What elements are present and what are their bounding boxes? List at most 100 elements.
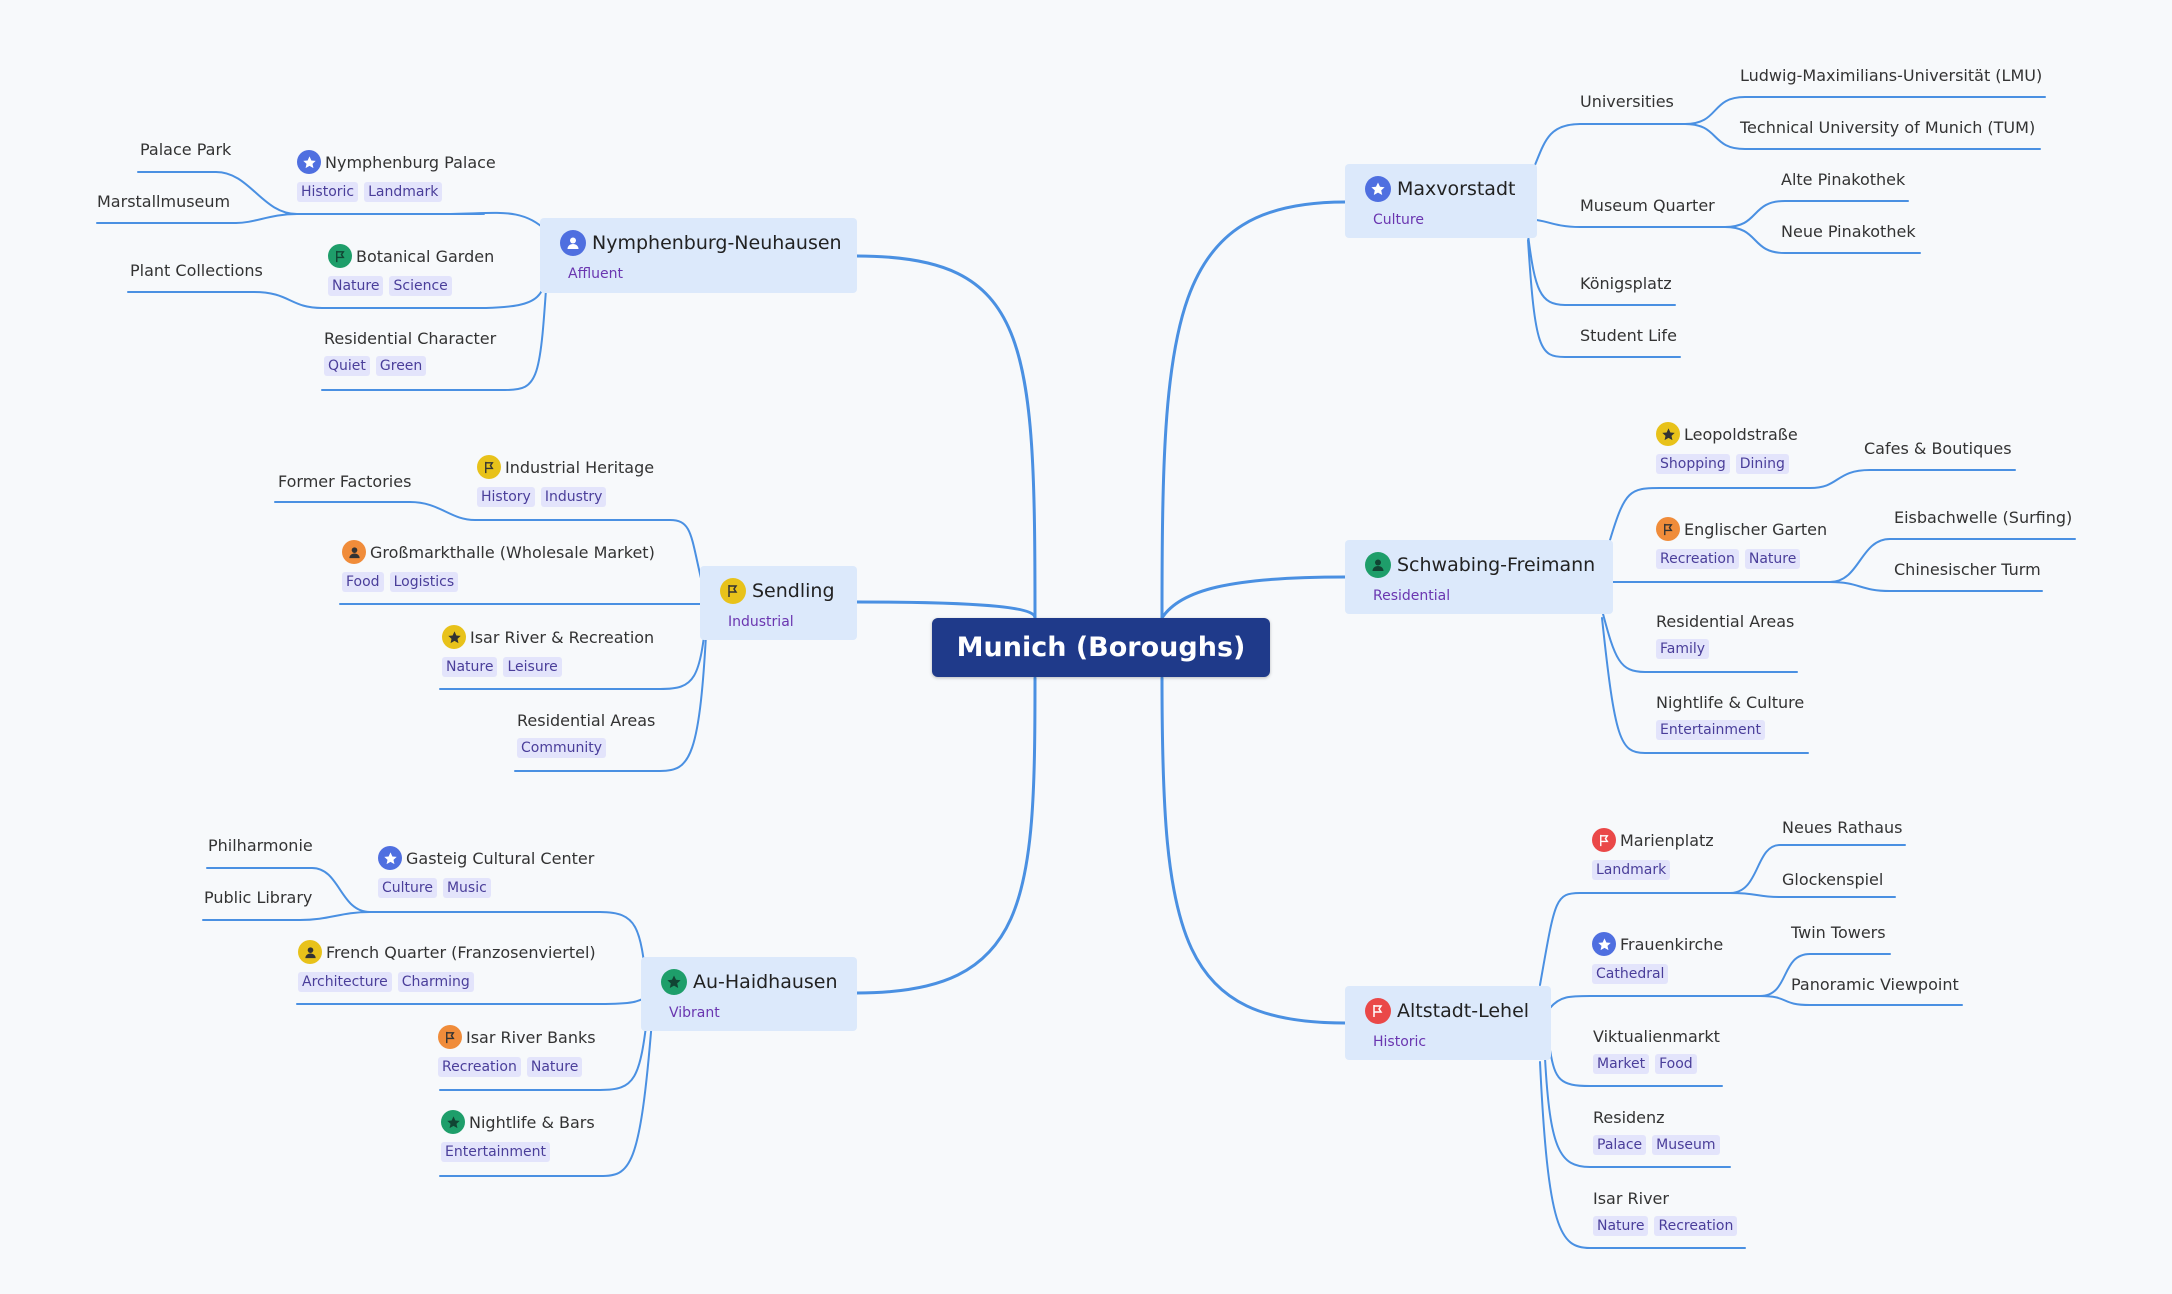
node-title: Marienplatz [1620, 830, 1714, 850]
node-title: French Quarter (Franzosenviertel) [326, 942, 596, 962]
node-schwabing-residential[interactable]: Residential Areas Family [1656, 612, 1794, 659]
node-title: Residential Character [324, 329, 497, 348]
user-icon [1365, 552, 1391, 578]
tag: Entertainment [441, 1142, 551, 1162]
node-eisbachwelle[interactable]: Eisbachwelle (Surfing) [1894, 508, 2072, 527]
node-title: Industrial Heritage [505, 457, 655, 477]
node-universities[interactable]: Universities [1580, 92, 1674, 111]
branch-subtitle: Industrial [728, 614, 794, 630]
tag: Nature [1593, 1216, 1649, 1236]
star-badge-icon [1592, 932, 1616, 956]
tag: Nature [526, 1057, 583, 1077]
flag-icon [1365, 998, 1391, 1024]
node-title: Public Library [204, 888, 313, 907]
node-palace-park[interactable]: Palace Park [140, 140, 231, 159]
branch-au-haidhausen[interactable]: Au-Haidhausen Vibrant [641, 957, 857, 1031]
node-title: Cafes & Boutiques [1864, 439, 2012, 458]
central-topic[interactable]: Munich (Boroughs) [932, 618, 1270, 677]
tag: Quiet [324, 356, 370, 376]
node-cafes-boutiques[interactable]: Cafes & Boutiques [1864, 439, 2012, 458]
node-nightlife-culture[interactable]: Nightlife & Culture Entertainment [1656, 693, 1804, 740]
node-frauenkirche[interactable]: Frauenkirche Cathedral [1592, 932, 1723, 984]
node-glockenspiel[interactable]: Glockenspiel [1782, 870, 1883, 889]
tag: Nature [328, 276, 384, 296]
node-title: Nymphenburg Palace [325, 152, 496, 172]
tag: Historic [297, 182, 359, 202]
node-title: Residential Areas [1656, 612, 1795, 631]
node-title: Marstallmuseum [97, 192, 231, 211]
branch-sendling[interactable]: Sendling Industrial [700, 566, 857, 640]
tag: History [477, 487, 535, 507]
node-philharmonie[interactable]: Philharmonie [208, 836, 313, 855]
node-title: Residential Areas [517, 711, 656, 730]
tag: Recreation [1654, 1216, 1738, 1236]
tag: Food [342, 572, 384, 592]
node-title: Englischer Garten [1684, 519, 1828, 539]
node-lmu[interactable]: Ludwig-Maximilians-Universität (LMU) [1740, 66, 2042, 85]
node-marienplatz[interactable]: Marienplatz Landmark [1592, 828, 1714, 880]
node-sendling-residential[interactable]: Residential Areas Community [517, 711, 655, 758]
branch-title: Au-Haidhausen [693, 971, 838, 993]
node-neues-rathaus[interactable]: Neues Rathaus [1782, 818, 1902, 837]
node-koenigsplatz[interactable]: Königsplatz [1580, 274, 1672, 293]
branch-schwabing-freimann[interactable]: Schwabing-Freimann Residential [1345, 540, 1613, 614]
node-nightlife-bars[interactable]: Nightlife & Bars Entertainment [441, 1110, 595, 1162]
node-student-life[interactable]: Student Life [1580, 326, 1677, 345]
node-chinesischer-turm[interactable]: Chinesischer Turm [1894, 560, 2041, 579]
node-public-library[interactable]: Public Library [204, 888, 312, 907]
node-title: Residenz [1593, 1108, 1665, 1127]
branch-title: Sendling [752, 580, 835, 602]
tag: Palace [1593, 1135, 1647, 1155]
node-plant-collections[interactable]: Plant Collections [130, 261, 263, 280]
node-title: Nightlife & Bars [469, 1112, 595, 1132]
branch-nymphenburg-neuhausen[interactable]: Nymphenburg-Neuhausen Affluent [540, 218, 857, 293]
user-icon [298, 940, 322, 964]
node-title: Isar River [1593, 1189, 1669, 1208]
node-alte-pinakothek[interactable]: Alte Pinakothek [1781, 170, 1905, 189]
node-panoramic-viewpoint[interactable]: Panoramic Viewpoint [1791, 975, 1959, 994]
node-tum[interactable]: Technical University of Munich (TUM) [1740, 118, 2035, 137]
node-title: Ludwig-Maximilians-Universität (LMU) [1740, 66, 2043, 85]
branch-maxvorstadt[interactable]: Maxvorstadt Culture [1345, 164, 1537, 238]
node-neue-pinakothek[interactable]: Neue Pinakothek [1781, 222, 1916, 241]
node-title: Glockenspiel [1782, 870, 1884, 889]
node-title: Königsplatz [1580, 274, 1672, 293]
tag: Charming [397, 972, 474, 992]
node-former-factories[interactable]: Former Factories [278, 472, 411, 491]
node-title: Plant Collections [130, 261, 263, 280]
node-title: Twin Towers [1791, 923, 1886, 942]
tag: Landmark [364, 182, 443, 202]
node-title: Botanical Garden [356, 246, 495, 266]
star-badge-icon [1365, 176, 1391, 202]
node-twin-towers[interactable]: Twin Towers [1791, 923, 1886, 942]
branch-subtitle: Residential [1373, 588, 1451, 604]
node-title: Großmarkthalle (Wholesale Market) [370, 542, 655, 562]
tag: Industry [540, 487, 607, 507]
node-title: Former Factories [278, 472, 412, 491]
node-marstallmuseum[interactable]: Marstallmuseum [97, 192, 230, 211]
branch-title: Nymphenburg-Neuhausen [592, 232, 842, 254]
tag: Nature [442, 657, 498, 677]
node-museum-quarter[interactable]: Museum Quarter [1580, 196, 1715, 215]
branch-altstadt-lehel[interactable]: Altstadt-Lehel Historic [1345, 986, 1551, 1060]
node-french-quarter[interactable]: French Quarter (Franzosenviertel) Archit… [298, 940, 596, 992]
node-title: Chinesischer Turm [1894, 560, 2041, 579]
tag: Market [1593, 1054, 1650, 1074]
star-icon [441, 1110, 465, 1134]
branch-subtitle: Vibrant [669, 1005, 720, 1021]
node-title: Viktualienmarkt [1593, 1027, 1720, 1046]
